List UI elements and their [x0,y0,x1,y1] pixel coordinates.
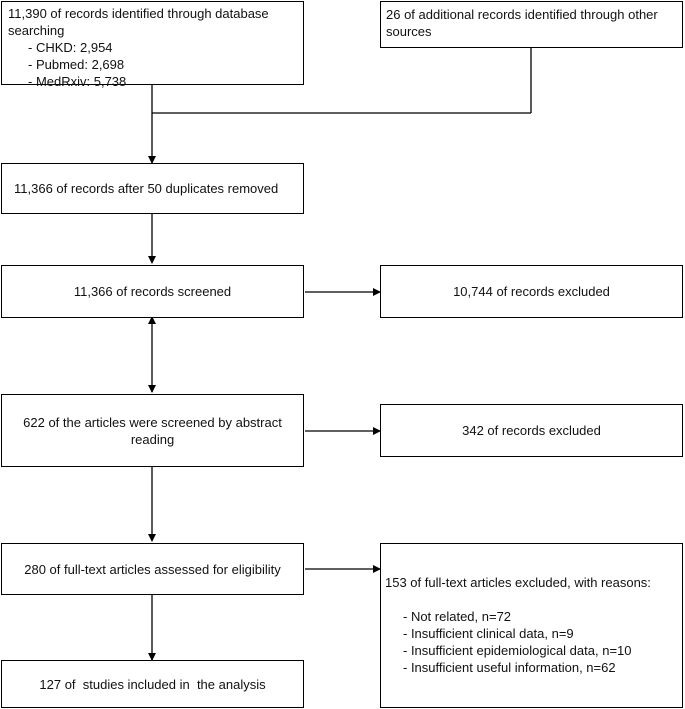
abstract-screening-text: 622 of the articles were screened by abs… [23,414,282,447]
screen-excluded-text: 10,744 of records excluded [453,284,610,299]
identified-other-text: 26 of additional records identified thro… [386,7,658,39]
box-studies-included: 127 of studies included in the analysis [1,660,304,708]
list-item: - MedRxiv: 5,738 [28,74,127,89]
abstract-excluded-text: 342 of records excluded [462,423,601,438]
box-fulltext-assessed: 280 of full-text articles assessed for e… [1,543,304,595]
records-screened-text: 11,366 of records screened [73,284,232,299]
list-item: - Pubmed: 2,698 [28,57,125,72]
exclusion-reason-list: - Not related, n=72 - Insufficient clini… [385,608,678,676]
box-screen-excluded: 10,744 of records excluded [380,265,683,318]
box-identified-database: 11,390 of records identified through dat… [1,1,304,89]
database-source-list: - CHKD: 2,954 - Pubmed: 2,698 - MedRxiv:… [8,39,297,90]
list-item: - Insufficient clinical data, n=9 [403,626,574,641]
fulltext-excluded-title: 153 of full-text articles excluded, with… [385,575,651,590]
box-after-duplicates: 11,366 of records after 50 duplicates re… [1,163,304,214]
box-fulltext-excluded: 153 of full-text articles excluded, with… [380,543,683,708]
identified-database-title: 11,390 of records identified through dat… [8,6,269,38]
list-item: - Insufficient useful information, n=62 [403,660,616,675]
list-item: - Insufficient epidemiological data, n=1… [403,643,632,658]
list-item: - Not related, n=72 [403,609,512,624]
box-abstract-screening: 622 of the articles were screened by abs… [1,394,304,467]
box-abstract-excluded: 342 of records excluded [380,404,683,457]
fulltext-assessed-text: 280 of full-text articles assessed for e… [24,561,281,577]
box-records-screened: 11,366 of records screened [1,265,304,318]
studies-included-text: 127 of studies included in the analysis [39,676,266,692]
box-identified-other: 26 of additional records identified thro… [380,1,683,48]
list-item: - CHKD: 2,954 [28,40,113,55]
after-duplicates-text: 11,366 of records after 50 duplicates re… [14,181,279,196]
